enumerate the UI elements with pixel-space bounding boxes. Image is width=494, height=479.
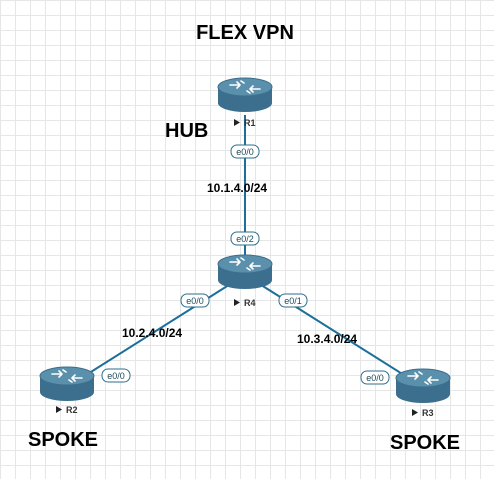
- device-label: R4: [244, 298, 256, 308]
- iface-tag-r3-e0-0[interactable]: e0/0: [360, 370, 390, 385]
- spoke-left-label: SPOKE: [28, 429, 98, 451]
- play-arrow-icon: [412, 409, 418, 416]
- device-label: R3: [422, 408, 434, 418]
- router-icon: [217, 254, 273, 289]
- device-label: R2: [66, 405, 78, 415]
- play-arrow-icon: [234, 119, 240, 126]
- router-r1[interactable]: R1: [217, 77, 273, 128]
- iface-tag-r4-e0-1[interactable]: e0/1: [278, 293, 308, 308]
- subnet-r2-r4: 10.2.4.0/24: [122, 326, 182, 340]
- iface-tag-r4-e0-0[interactable]: e0/0: [180, 293, 210, 308]
- iface-tag-r1-e0-0[interactable]: e0/0: [230, 144, 260, 159]
- device-label: R1: [244, 118, 256, 128]
- play-arrow-icon: [234, 299, 240, 306]
- svg-text:e0/0: e0/0: [366, 373, 384, 383]
- router-r4[interactable]: R4: [217, 254, 273, 308]
- diagram-title: FLEX VPN: [196, 22, 294, 44]
- iface-tag-r4-e0-2[interactable]: e0/2: [230, 231, 260, 246]
- router-icon: [39, 366, 95, 401]
- hub-label: HUB: [165, 120, 208, 142]
- subnet-r1-r4: 10.1.4.0/24: [207, 181, 267, 195]
- play-arrow-icon: [56, 406, 62, 413]
- svg-text:e0/0: e0/0: [236, 147, 254, 157]
- svg-text:e0/1: e0/1: [284, 296, 302, 306]
- subnet-r3-r4: 10.3.4.0/24: [297, 332, 357, 346]
- svg-text:e0/0: e0/0: [107, 371, 125, 381]
- spoke-right-label: SPOKE: [390, 432, 460, 454]
- router-icon: [395, 368, 451, 403]
- router-r2[interactable]: R2: [39, 366, 95, 415]
- iface-tag-r2-e0-0[interactable]: e0/0: [101, 368, 131, 383]
- svg-text:e0/0: e0/0: [186, 296, 204, 306]
- svg-text:e0/2: e0/2: [236, 234, 254, 244]
- router-r3[interactable]: R3: [395, 368, 451, 418]
- router-icon: [217, 77, 273, 112]
